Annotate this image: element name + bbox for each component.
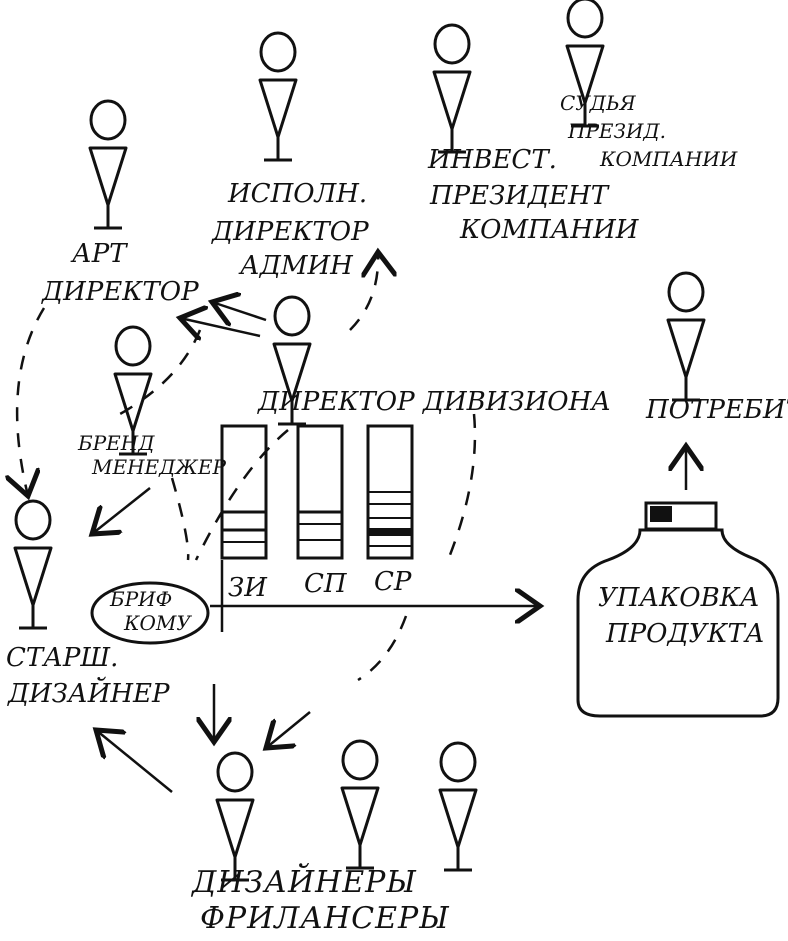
column-label-2: СП — [304, 569, 348, 599]
consumer-label: ПОТРЕБИТ — [645, 395, 788, 425]
person-freelancer-3-icon — [438, 741, 478, 872]
exec-director-label-3: АДМИН — [238, 251, 354, 281]
packaging-bottle — [576, 501, 780, 718]
person-exec-director-icon — [258, 31, 298, 162]
art-director-label-1: АРТ — [70, 239, 128, 269]
chief-label-1: СУДЬЯ — [560, 91, 636, 115]
person-freelancer-2-icon — [340, 739, 380, 870]
column-label-1: ЗИ — [228, 573, 268, 603]
chief-label-3: КОМПАНИИ — [599, 147, 738, 171]
person-senior-designer-icon — [13, 499, 53, 630]
investor-label-2: ПРЕЗИДЕНТ — [429, 181, 610, 211]
brief-label-1: БРИФ — [109, 587, 172, 611]
packaging-label-2: ПРОДУКТА — [605, 619, 765, 649]
dashed-arrows — [17, 252, 477, 682]
column-bars — [220, 424, 414, 560]
person-investor-icon — [432, 23, 472, 154]
person-freelancer-1-icon — [215, 751, 255, 882]
arrows — [92, 302, 686, 793]
exec-director-label-2: ДИРЕКТОР — [211, 217, 369, 247]
person-art-director-icon — [88, 99, 128, 230]
brief-oval — [90, 581, 210, 645]
person-consumer-icon — [666, 271, 706, 402]
chief-label-2: ПРЕЗИД. — [567, 119, 666, 143]
column-label-3: СР — [374, 567, 412, 597]
freelancers-label-1: ДИЗАЙНЕРЫ — [190, 863, 417, 900]
investor-label-1: ИНВЕСТ. — [427, 145, 557, 175]
brand-manager-label-1: БРЕНД — [77, 431, 155, 455]
division-director-label: ДИРЕКТОР ДИВИЗИОНА — [257, 387, 611, 417]
investor-label-3: КОМПАНИИ — [459, 215, 640, 245]
senior-designer-label-1: СТАРШ. — [6, 643, 118, 673]
packaging-label-1: УПАКОВКА — [598, 583, 760, 613]
senior-designer-label-2: ДИЗАЙНЕР — [7, 676, 170, 709]
exec-director-label-1: ИСПОЛН. — [227, 179, 367, 209]
art-director-label-2: ДИРЕКТОР — [41, 277, 199, 307]
brief-label-2: КОМУ — [123, 611, 192, 635]
freelancers-label-2: ФРИЛАНСЕРЫ — [200, 901, 450, 936]
brand-manager-label-2: МЕНЕДЖЕР — [91, 455, 226, 479]
